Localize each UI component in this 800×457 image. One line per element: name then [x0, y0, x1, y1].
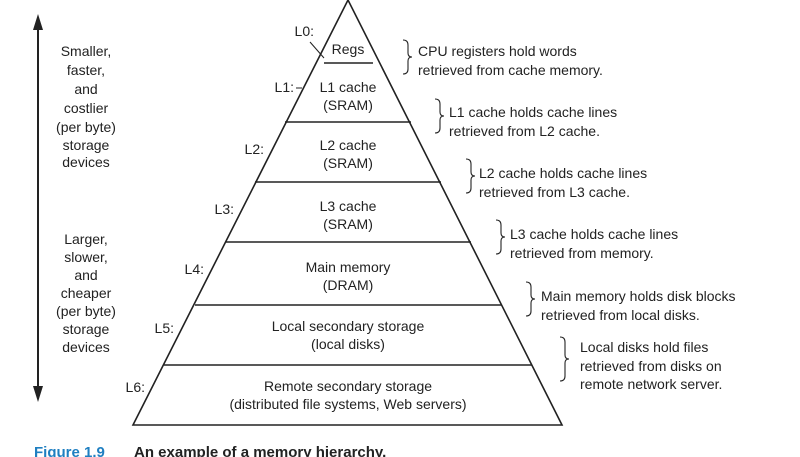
level-tag-l0: L0:	[295, 23, 314, 39]
top-label-bg	[46, 40, 138, 174]
level-l4-line2: (DRAM)	[323, 277, 374, 293]
desc-l3-line1: L3 cache holds cache lines	[510, 226, 678, 242]
bottom-label-line7: devices	[62, 339, 109, 355]
level-l3-line1: L3 cache	[320, 198, 377, 214]
leader-l0	[309, 41, 325, 59]
scale-arrow-down-head	[33, 386, 43, 402]
top-label-line4: costlier	[64, 100, 109, 116]
brace-l2	[465, 158, 476, 194]
level-l6-line1: Remote secondary storage	[264, 378, 432, 394]
desc-l5-line1: Local disks hold files	[580, 339, 708, 355]
bottom-label-line2: slower,	[64, 249, 108, 265]
desc-l0-line2: retrieved from cache memory.	[418, 62, 603, 78]
desc-l1-line1: L1 cache holds cache lines	[449, 104, 617, 120]
brace-l1	[434, 98, 445, 134]
level-l5-line2: (local disks)	[311, 336, 385, 352]
level-tag-l4: L4:	[185, 261, 204, 277]
desc-l2-line2: retrieved from L3 cache.	[479, 184, 630, 200]
top-label-line2: faster,	[67, 62, 105, 78]
desc-l0-line1: CPU registers hold words	[418, 43, 577, 59]
scale-arrow-up-head	[33, 14, 43, 30]
pyramid-outline	[131, 0, 564, 426]
level-tag-l6: L6:	[126, 379, 145, 395]
top-label-line6: storage	[63, 137, 110, 153]
brace-l0	[402, 39, 413, 75]
top-label-line5: (per byte)	[56, 119, 116, 135]
desc-l3-line2: retrieved from memory.	[510, 245, 654, 261]
top-label-line7: devices	[62, 154, 109, 170]
level-l5-line1: Local secondary storage	[272, 318, 425, 334]
desc-l5-line2: retrieved from disks on	[580, 358, 722, 374]
brace-l5	[559, 336, 570, 382]
brace-l4	[525, 281, 536, 317]
top-label-line3: and	[74, 81, 97, 97]
caption-title: An example of a memory hierarchy.	[134, 444, 386, 457]
level-tag-l3: L3:	[215, 201, 234, 217]
bottom-label-line5: (per byte)	[56, 303, 116, 319]
top-label-line1: Smaller,	[61, 43, 112, 59]
bottom-label-line4: cheaper	[61, 285, 112, 301]
brace-l3	[495, 219, 506, 255]
level-tag-l1: L1:	[275, 79, 294, 95]
bottom-label-line6: storage	[63, 321, 110, 337]
desc-l5-line3: remote network server.	[580, 376, 722, 392]
level-l0-line1: Regs	[332, 41, 365, 57]
desc-l4-line2: retrieved from local disks.	[541, 307, 700, 323]
desc-l2-line1: L2 cache holds cache lines	[479, 165, 647, 181]
level-tag-l5: L5:	[155, 320, 174, 336]
level-l4-line1: Main memory	[306, 259, 391, 275]
desc-l4-line1: Main memory holds disk blocks	[541, 288, 736, 304]
caption-figure-number: Figure 1.9	[34, 444, 105, 457]
bottom-label-line1: Larger,	[64, 231, 108, 247]
level-tag-l2: L2:	[245, 141, 264, 157]
level-l2-line1: L2 cache	[320, 137, 377, 153]
bottom-label-line3: and	[74, 267, 97, 283]
level-l6-line2: (distributed file systems, Web servers)	[229, 396, 466, 412]
desc-l1-line2: retrieved from L2 cache.	[449, 123, 600, 139]
level-l1-line1: L1 cache	[320, 79, 377, 95]
level-l3-line2: (SRAM)	[323, 216, 373, 232]
level-l1-line2: (SRAM)	[323, 97, 373, 113]
level-l2-line2: (SRAM)	[323, 155, 373, 171]
